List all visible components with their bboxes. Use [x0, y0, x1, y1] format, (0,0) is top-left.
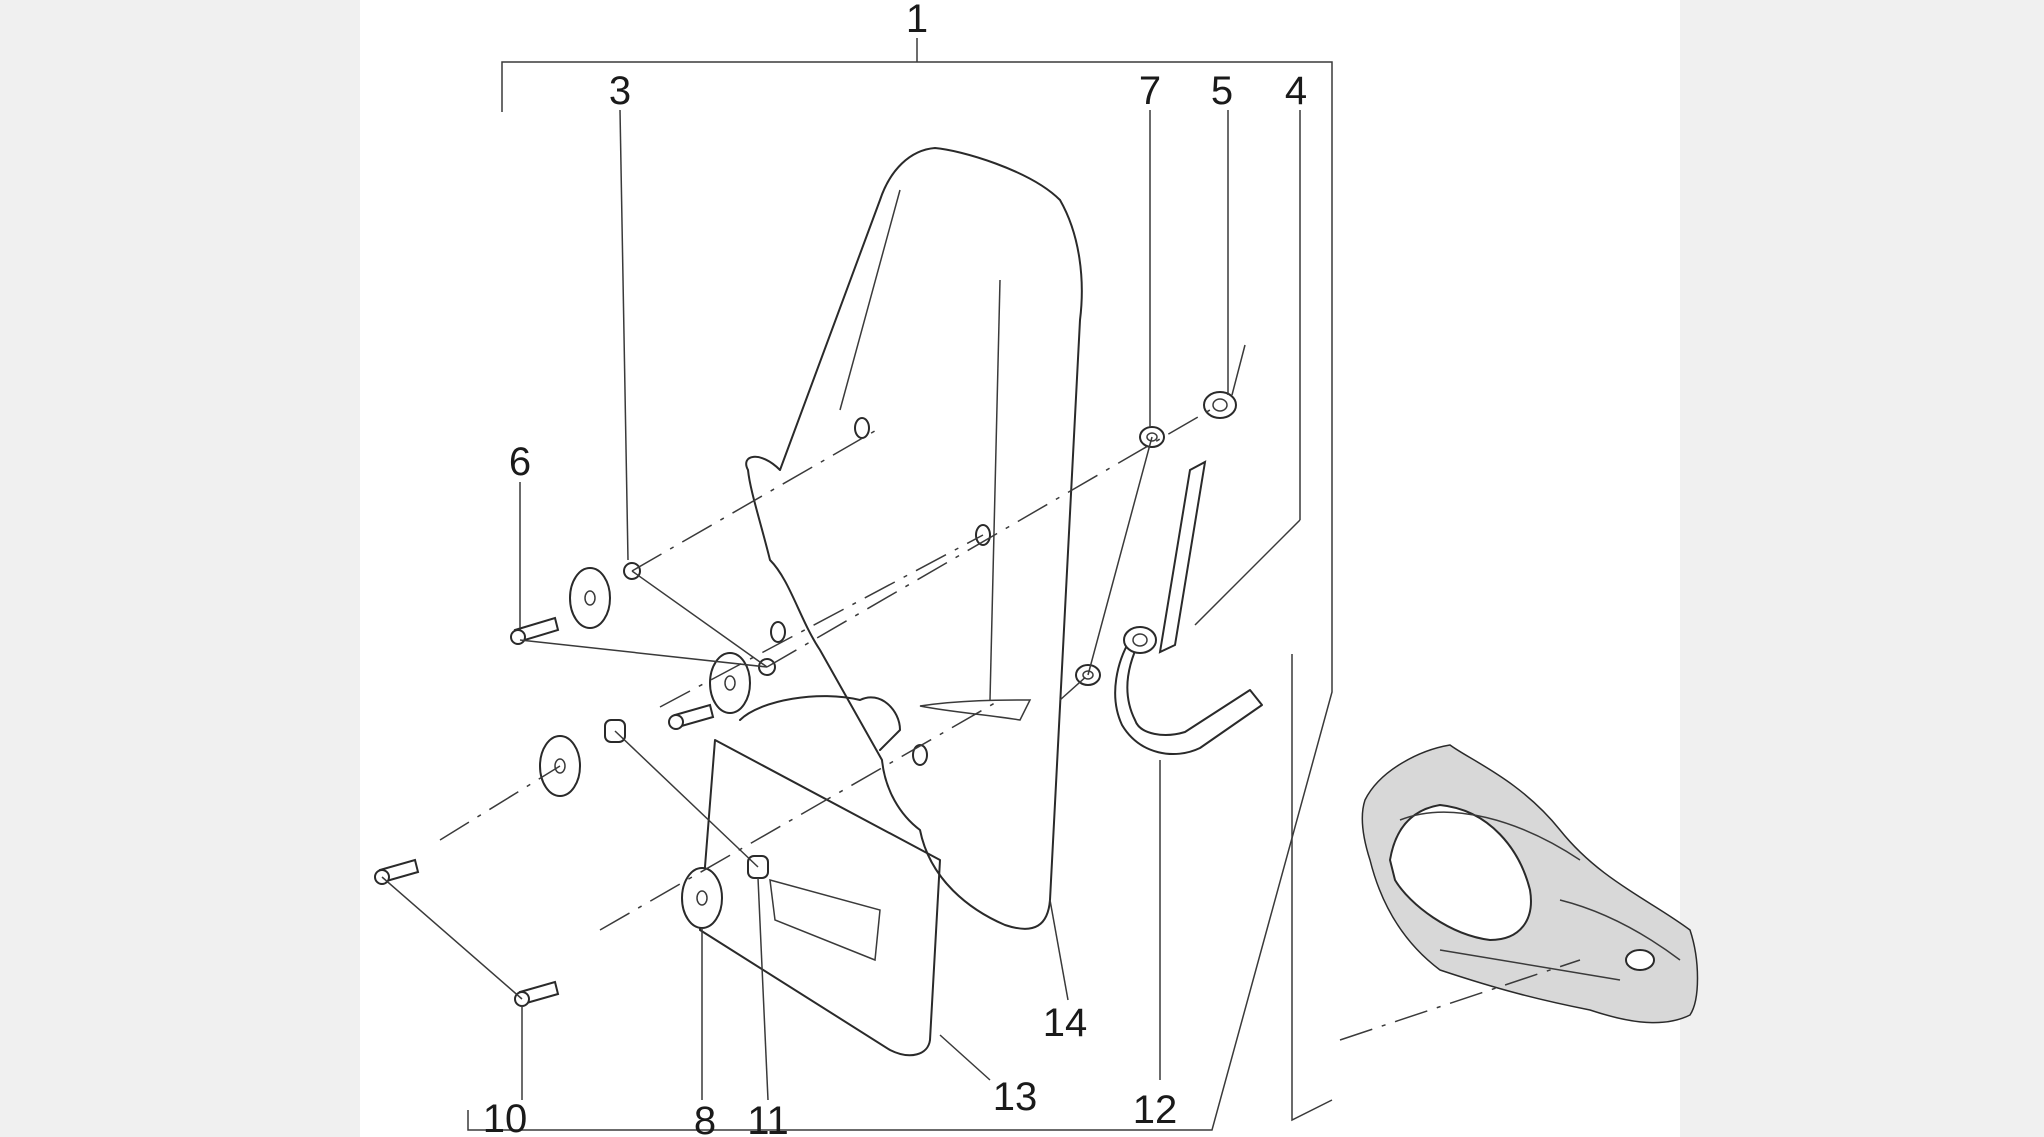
handlebar-cover	[1339, 744, 1699, 1041]
callout-10: 10	[483, 1097, 528, 1137]
callout-5: 5	[1211, 69, 1233, 113]
callout-3: 3	[609, 69, 631, 113]
callout-labels: 1 3 7 5 4 6 14 13 12 10 8 11	[483, 0, 1307, 1137]
callout-12: 12	[1133, 1088, 1178, 1132]
mounting-rod	[1114, 344, 1263, 755]
front-plate	[699, 739, 941, 1057]
callout-6: 6	[509, 440, 531, 484]
windscreen	[739, 147, 1083, 930]
callout-11: 11	[747, 1099, 789, 1137]
callout-7: 7	[1139, 69, 1161, 113]
leader-lines	[519, 109, 1301, 1101]
center-lines	[381, 409, 1211, 1000]
callout-13: 13	[993, 1075, 1038, 1119]
callout-4: 4	[1285, 69, 1307, 113]
callout-1: 1	[906, 0, 928, 41]
callout-8: 8	[694, 1099, 716, 1137]
assembly-bracket	[467, 38, 1333, 1131]
callout-14: 14	[1043, 1001, 1088, 1045]
